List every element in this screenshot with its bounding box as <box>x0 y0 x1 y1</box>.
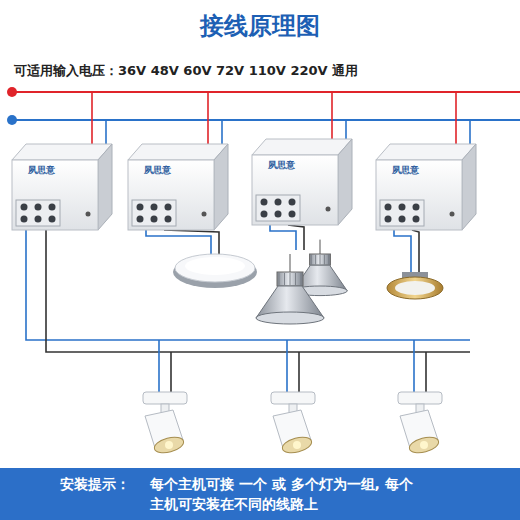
module-label: 夙思意 <box>28 164 88 177</box>
track-spotlight <box>271 392 315 456</box>
controller-module <box>128 144 228 230</box>
output-wire <box>270 225 296 250</box>
lamp-drop <box>286 340 288 392</box>
controller-module <box>252 139 352 225</box>
high-bay-lamp <box>256 254 324 324</box>
neutral-terminal <box>7 115 17 125</box>
live-terminal <box>7 87 17 97</box>
live-wire <box>12 91 520 93</box>
track-spotlight <box>143 392 187 456</box>
ceiling-lamp <box>173 254 257 288</box>
module-label: 夙思意 <box>144 164 204 177</box>
notice-band-text: 安装提示： 每个主机可接 一个 或 多个灯为一组, 每个主机可安装在不同的线路上 <box>0 468 520 520</box>
lamp-drop <box>158 340 160 392</box>
lamp-drop <box>298 352 300 392</box>
output-wire <box>288 225 304 250</box>
neutral-wire <box>12 119 520 121</box>
lamp-drop <box>170 352 172 392</box>
downlight <box>387 272 443 299</box>
notice-band <box>0 468 520 520</box>
brand-name: 夙思意 <box>144 164 204 177</box>
voltage-note: 可适用输入电压：36V 48V 60V 72V 110V 220V 通用 <box>14 62 358 80</box>
track-spotlight <box>398 392 442 456</box>
notice-body: 每个主机可接 一个 或 多个灯为一组, 每个主机可安装在不同的线路上 <box>150 474 420 514</box>
notice-heading: 安装提示： <box>60 474 130 494</box>
brand-name: 夙思意 <box>268 159 328 172</box>
brand-name: 夙思意 <box>392 164 452 177</box>
output-wire <box>394 230 411 272</box>
module-label: 夙思意 <box>392 164 452 177</box>
lamp-drop <box>413 340 415 392</box>
module-label: 夙思意 <box>268 159 328 172</box>
brand-name: 夙思意 <box>28 164 88 177</box>
lamp-drop <box>425 352 427 392</box>
output-wire <box>164 230 219 255</box>
output-wire <box>46 230 470 352</box>
controller-module <box>376 144 476 230</box>
title: 接线原理图 <box>0 10 520 42</box>
controller-module <box>12 144 112 230</box>
output-wire <box>146 230 211 255</box>
output-wire <box>26 230 470 340</box>
output-wire <box>412 230 419 272</box>
